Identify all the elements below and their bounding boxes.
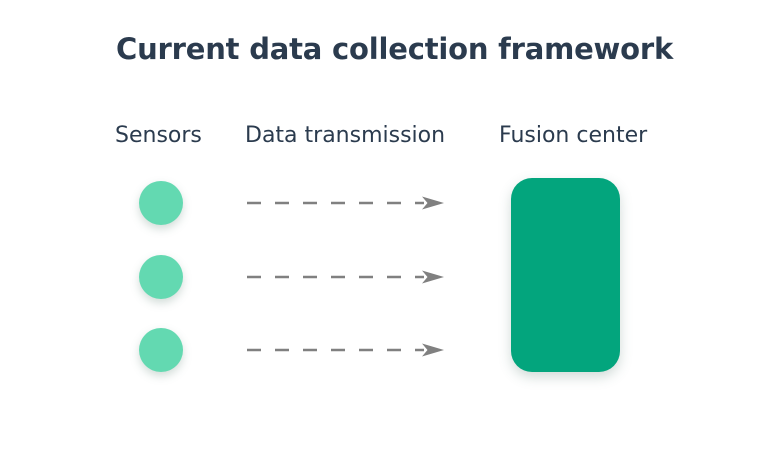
column-header-sensors: Sensors [115, 123, 202, 148]
column-header-fusion-center: Fusion center [499, 123, 648, 148]
sensor-node-2 [139, 255, 183, 299]
sensor-node-1 [139, 181, 183, 225]
sensor-node-3 [139, 328, 183, 372]
column-header-data-transmission: Data transmission [245, 123, 446, 148]
dashed-arrow-icon-2 [247, 270, 444, 284]
dashed-arrow-icon-3 [247, 343, 444, 357]
dashed-arrow-icon-1 [247, 196, 444, 210]
page-title: Current data collection framework [116, 32, 674, 66]
fusion-center-block [511, 178, 620, 372]
